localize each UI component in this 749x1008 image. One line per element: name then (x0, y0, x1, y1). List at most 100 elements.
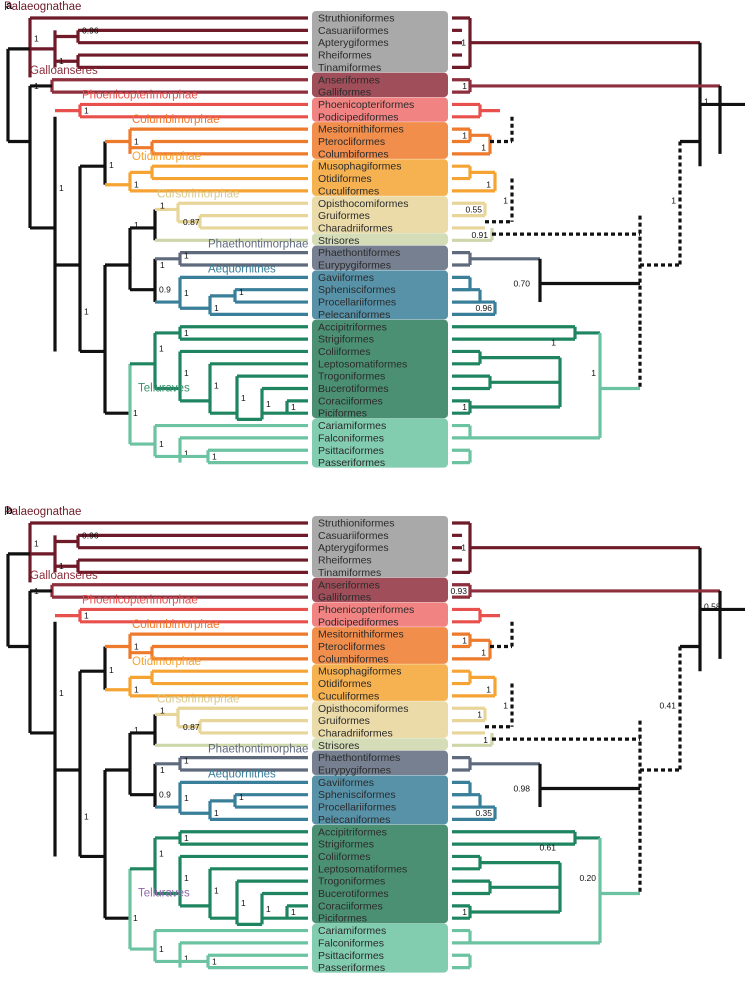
clade-label: Palaeognathae (4, 1, 81, 13)
support-value: 1 (214, 808, 219, 818)
order-label: Podicipediformes (318, 616, 399, 628)
order-label: Tinamiformes (318, 62, 381, 74)
clade-label: Phaethontimorphae (208, 239, 308, 251)
order-band (312, 750, 448, 775)
order-label: Gaviiformes (318, 777, 374, 789)
clade-label: Columbimorphae (132, 114, 220, 126)
order-band (312, 418, 448, 468)
order-label: Piciformes (318, 913, 367, 925)
order-band (312, 11, 448, 73)
support-value: 0.96 (82, 25, 99, 35)
order-band (312, 738, 448, 751)
support-value: 1 (461, 543, 466, 553)
support-value: 0.9 (159, 285, 171, 295)
support-value: 1 (483, 735, 488, 745)
order-band (312, 627, 448, 664)
clade-label: Telluraves (138, 888, 190, 900)
order-label: Casuariiformes (318, 530, 389, 542)
support-value: 0.70 (513, 279, 530, 289)
order-label: Strisores (318, 235, 359, 247)
support-value: 1 (291, 907, 296, 917)
support-value: 1 (591, 368, 596, 378)
clade-label: Otidimorphae (132, 151, 201, 163)
order-label: Strigiformes (318, 334, 374, 346)
support-value: 0.55 (465, 204, 482, 214)
support-value: 1 (34, 539, 39, 549)
support-value: 1 (184, 953, 189, 963)
order-label: Trogoniformes (318, 876, 385, 888)
order-band (312, 196, 448, 233)
support-value: 0.61 (539, 842, 556, 852)
support-value: 1 (84, 611, 89, 621)
support-value: 1 (214, 886, 219, 896)
order-label: Opisthocomiformes (318, 703, 408, 715)
order-band (312, 664, 448, 701)
support-value: 1 (184, 328, 189, 338)
order-label: Phaethontiformes (318, 752, 400, 764)
support-value: 1 (59, 183, 64, 193)
support-value: 1 (239, 287, 244, 297)
support-value: 0.58 (704, 601, 721, 611)
support-value: 1 (159, 439, 164, 449)
order-band (312, 577, 448, 603)
support-value: 0.98 (513, 784, 530, 794)
support-value: 1 (134, 220, 139, 230)
support-value: 0.87 (183, 217, 200, 227)
order-label: Coraciiformes (318, 395, 383, 407)
support-value: 1 (159, 848, 164, 858)
support-value: 0.93 (450, 586, 467, 596)
support-value: 1 (134, 180, 139, 190)
order-label: Cuculiformes (318, 690, 379, 702)
support-value: 1 (34, 586, 39, 596)
support-value: 0.96 (82, 530, 99, 540)
support-value: 1 (486, 685, 491, 695)
support-value: 1 (134, 725, 139, 735)
support-value: 1 (266, 904, 271, 914)
order-band (312, 319, 448, 419)
support-value: 1 (671, 195, 676, 205)
order-label: Cariamiformes (318, 420, 386, 432)
order-band (312, 923, 448, 973)
support-value: 1 (133, 913, 138, 923)
support-value: 1 (241, 393, 246, 403)
support-value: 1 (551, 337, 556, 347)
order-label: Coliiformes (318, 851, 371, 863)
order-label: Falconiformes (318, 432, 384, 444)
order-band (312, 602, 448, 627)
support-value: 1 (184, 448, 189, 458)
support-value: 0.96 (475, 303, 492, 313)
support-value: 1 (214, 303, 219, 313)
support-value: 1 (160, 705, 165, 715)
support-value: 1 (477, 709, 482, 719)
order-label: Pelecaniformes (318, 814, 390, 826)
order-label: Bucerotiformes (318, 383, 389, 395)
support-value: 1 (84, 106, 89, 116)
support-value: 1 (212, 956, 217, 966)
clade-label: Otidimorphae (132, 656, 201, 668)
order-label: Psittaciformes (318, 950, 384, 962)
order-label: Mesitornithiformes (318, 629, 404, 641)
support-value: 1 (486, 180, 491, 190)
support-value: 0.9 (159, 790, 171, 800)
order-label: Leptosomatiformes (318, 863, 407, 875)
support-value: 0.20 (579, 873, 596, 883)
clade-label: Telluraves (138, 383, 190, 395)
panel-a: aStruthioniformesCasuariiformesApterygif… (4, 0, 745, 469)
support-value: 0.91 (471, 230, 488, 240)
order-label: Charadriiformes (318, 727, 393, 739)
order-label: Galliformes (318, 592, 371, 604)
order-label: Columbiformes (318, 148, 389, 160)
support-value: 1 (133, 408, 138, 418)
support-value: 1 (462, 130, 467, 140)
order-label: Strigiformes (318, 839, 374, 851)
support-value: 1 (481, 648, 486, 658)
support-value: 1 (291, 402, 296, 412)
support-value: 1 (462, 81, 467, 91)
clade-label: Galloanseres (30, 570, 98, 582)
panel-label: b (6, 505, 13, 517)
clade-label: Aequornithes (208, 263, 276, 275)
order-label: Casuariiformes (318, 25, 389, 37)
order-label: Rheiformes (318, 555, 372, 567)
order-label: Tinamiformes (318, 567, 381, 579)
clade-label: Aequornithes (208, 768, 276, 780)
